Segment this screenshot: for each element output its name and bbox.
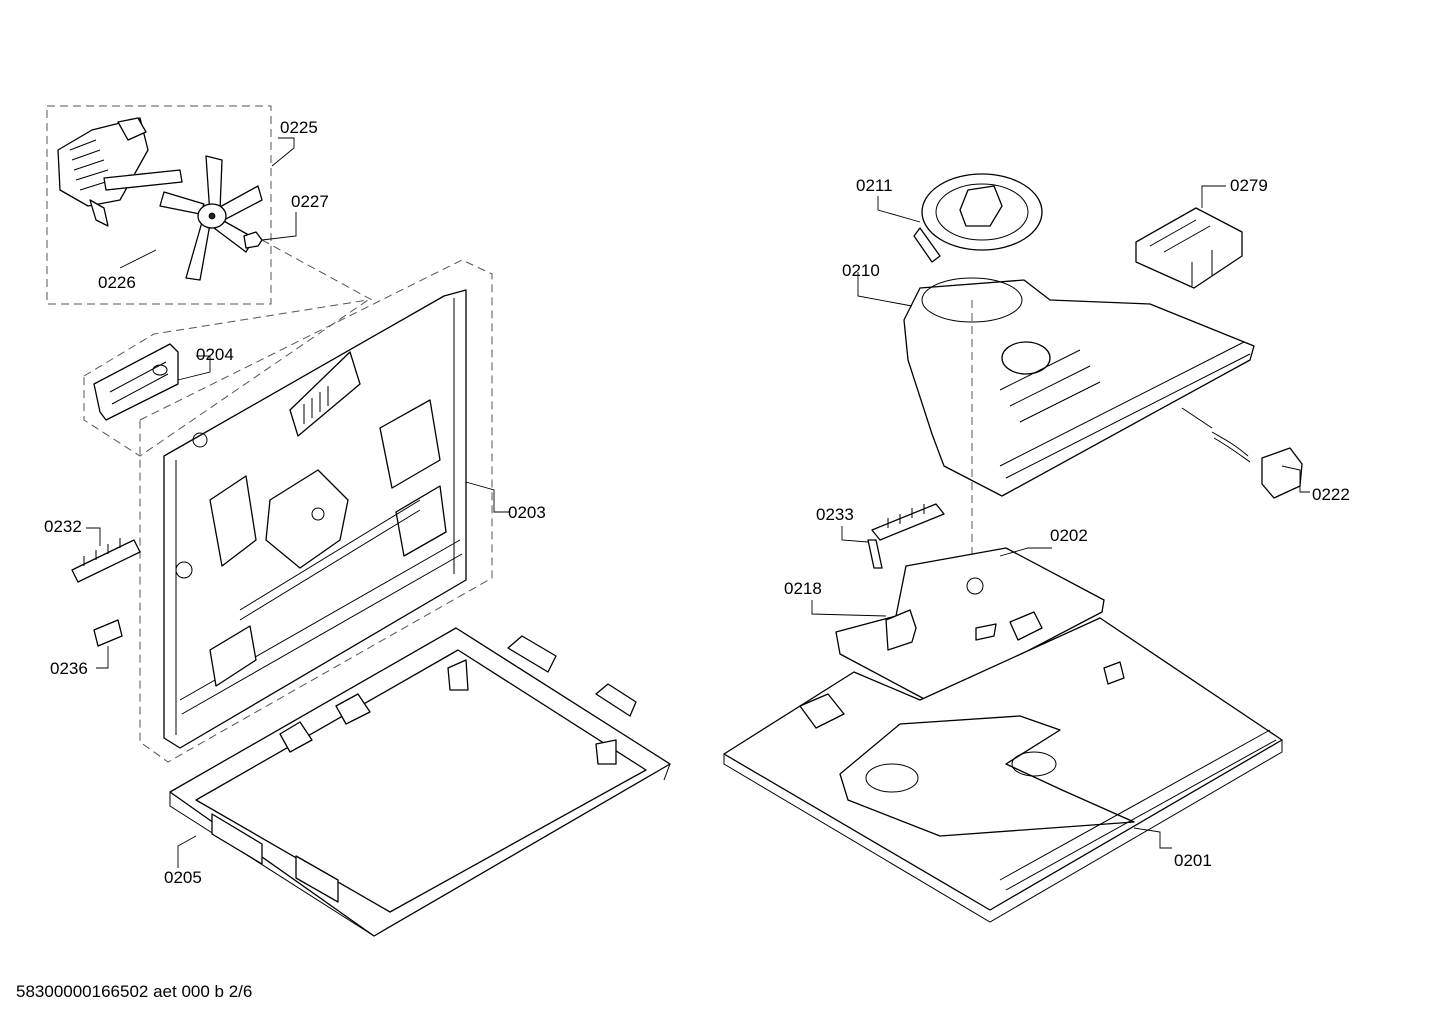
label-0218: 0218 — [784, 579, 822, 598]
bracket-part-0279 — [1135, 207, 1243, 289]
terminal-strip-part-0233 — [867, 503, 945, 569]
label-0205: 0205 — [164, 868, 202, 887]
label-0211: 0211 — [856, 176, 893, 195]
connector-part-0236 — [93, 619, 123, 647]
bottom-frame-part-0205 — [169, 627, 671, 937]
label-0203: 0203 — [508, 503, 546, 522]
label-0279: 0279 — [1230, 176, 1268, 195]
spring-switch-part-0222 — [1181, 407, 1303, 499]
label-0233: 0233 — [816, 505, 854, 524]
fan-motor-part — [57, 117, 183, 227]
label-0232: 0232 — [44, 517, 82, 536]
nut-part-0227 — [243, 231, 263, 249]
document-reference-number: 58300000166502 aet 000 b 2/6 — [16, 982, 253, 1001]
label-0210: 0210 — [842, 261, 880, 280]
fan-housing-part-0210 — [903, 277, 1255, 497]
cooling-fan-part-0211 — [913, 173, 1043, 263]
rear-panel-group-box — [139, 259, 493, 763]
terminal-block-part-0232 — [71, 538, 141, 583]
base-plate-part-0201 — [723, 617, 1283, 923]
label-0236: 0236 — [50, 659, 88, 678]
label-0204: 0204 — [196, 345, 234, 364]
label-0227: 0227 — [291, 192, 329, 211]
rear-panel-part-0203 — [163, 289, 467, 749]
label-0225: 0225 — [280, 118, 318, 137]
fan-motor-group-box — [46, 105, 272, 305]
label-0202: 0202 — [1050, 526, 1088, 545]
label-0222: 0222 — [1312, 485, 1350, 504]
label-0201: 0201 — [1174, 851, 1212, 870]
mounting-plate-part-0202 — [835, 547, 1105, 703]
label-0226: 0226 — [98, 273, 136, 292]
relay-part-0218 — [885, 609, 917, 651]
cover-plate-group-box — [83, 299, 369, 457]
fan-wheel-part — [159, 155, 263, 281]
cover-plate-part-0204 — [93, 343, 179, 421]
